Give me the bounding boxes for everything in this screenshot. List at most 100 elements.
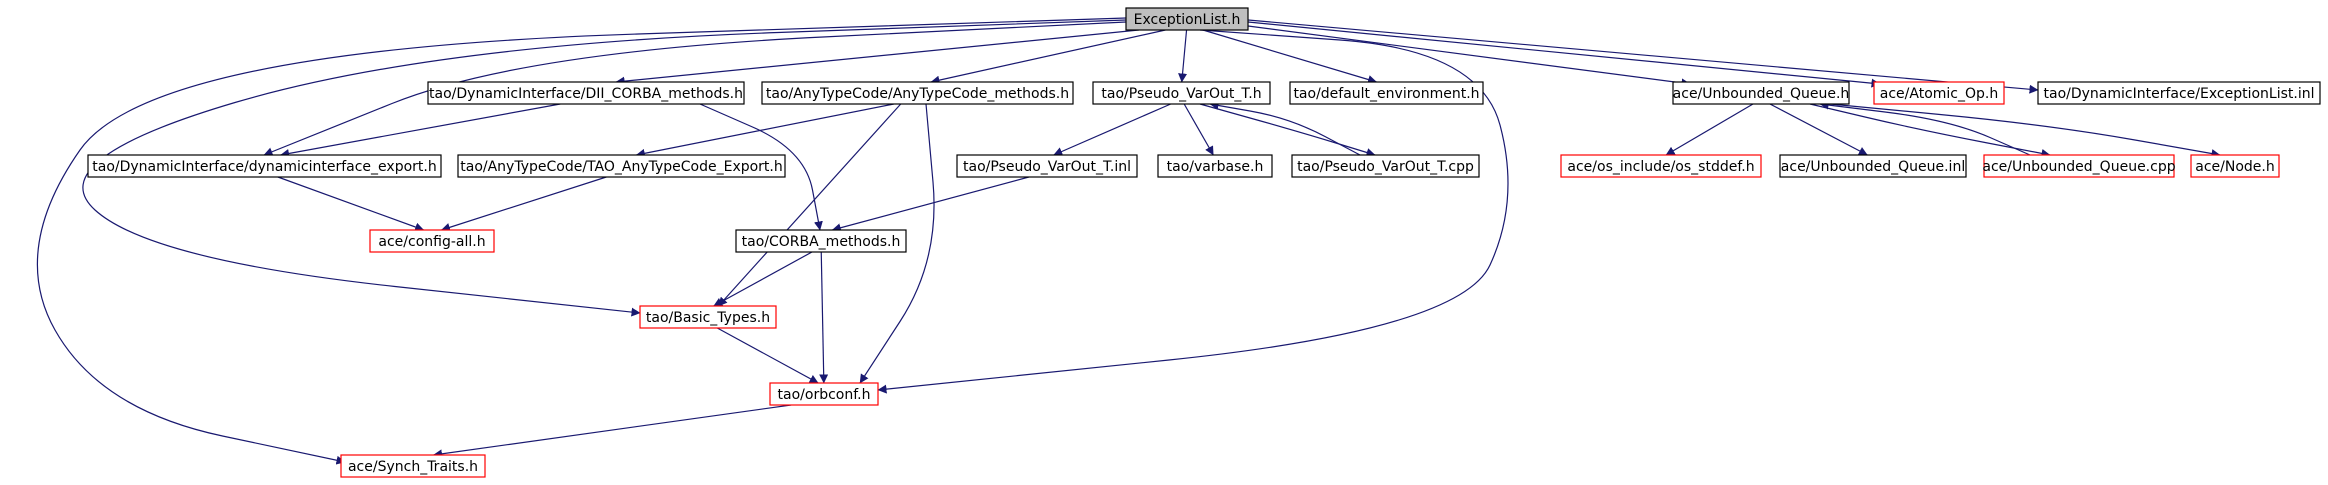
edge-pseudo_varout_t_h-to-pseudo_varout_t_cpp	[1199, 103, 1376, 157]
edge-exceptionlist_h-to-basic_types_h	[82, 19, 1127, 317]
node-label-os_stddef_h: ace/os_include/os_stddef.h	[1567, 159, 1754, 175]
node-label-tao_anytypecode_export_h: tao/AnyTypeCode/TAO_AnyTypeCode_Export.h	[460, 159, 783, 175]
edge-corba_methods_h-to-basic_types_h	[713, 251, 813, 307]
node-label-pseudo_varout_t_inl: tao/Pseudo_VarOut_T.inl	[963, 159, 1131, 175]
node-dii_corba_methods_h[interactable]: tao/DynamicInterface/DII_CORBA_methods.h	[427, 81, 745, 105]
node-label-unbounded_queue_h: ace/Unbounded_Queue.h	[1673, 86, 1850, 102]
edge-unbounded_queue_h-to-node_h	[1829, 103, 2221, 158]
node-label-exceptionlist_inl: tao/DynamicInterface/ExceptionList.inl	[2044, 86, 2315, 102]
edge-corba_methods_h-to-orbconf_h	[819, 251, 829, 384]
node-unbounded_queue_cpp[interactable]: ace/Unbounded_Queue.cpp	[1982, 154, 2176, 178]
edge-exceptionlist_h-to-unbounded_queue_h	[1247, 25, 1691, 88]
node-label-exceptionlist_h: ExceptionList.h	[1134, 12, 1241, 28]
edge-exceptionlist_h-to-anytypecode_methods_h	[930, 29, 1166, 85]
node-unbounded_queue_inl[interactable]: ace/Unbounded_Queue.inl	[1779, 154, 1967, 178]
edge-exceptionlist_h-to-exceptionlist_inl	[1247, 19, 2039, 94]
node-box-unbounded_queue_inl	[1779, 154, 1967, 178]
edge-unbounded_queue_h-to-unbounded_queue_cpp	[1809, 103, 2051, 158]
edge-anytypecode_methods_h-to-orbconf_h	[859, 103, 935, 384]
node-box-corba_methods_h	[735, 229, 907, 253]
node-dynamicinterface_export_h[interactable]: tao/DynamicInterface/dynamicinterface_ex…	[87, 154, 442, 178]
node-label-basic_types_h: tao/Basic_Types.h	[646, 310, 770, 326]
node-label-varbase_h: tao/varbase.h	[1167, 159, 1264, 175]
edge-dii_corba_methods_h-to-corba_methods_h	[699, 103, 823, 231]
node-label-corba_methods_h: tao/CORBA_methods.h	[742, 234, 901, 250]
node-box-anytypecode_methods_h	[761, 81, 1074, 105]
edge-tao_anytypecode_export_h-to-config_all_h	[441, 176, 607, 232]
node-box-dii_corba_methods_h	[427, 81, 745, 105]
node-box-pseudo_varout_t_inl	[956, 154, 1138, 178]
node-unbounded_queue_h[interactable]: ace/Unbounded_Queue.h	[1672, 81, 1850, 105]
node-default_environment_h[interactable]: tao/default_environment.h	[1289, 81, 1484, 105]
node-box-os_stddef_h	[1560, 154, 1762, 178]
node-box-orbconf_h	[769, 382, 879, 406]
node-box-atomic_op_h	[1873, 81, 2005, 105]
edge-dii_corba_methods_h-to-dynamicinterface_export_h	[280, 103, 561, 158]
edge-unbounded_queue_h-to-unbounded_queue_inl	[1769, 103, 1868, 156]
edge-pseudo_varout_t_h-to-varbase_h	[1183, 103, 1214, 156]
node-label-pseudo_varout_t_h: tao/Pseudo_VarOut_T.h	[1101, 86, 1261, 102]
node-box-node_h	[2190, 154, 2280, 178]
node-corba_methods_h[interactable]: tao/CORBA_methods.h	[735, 229, 907, 253]
node-box-exceptionlist_h	[1125, 7, 1249, 31]
node-synch_traits_h[interactable]: ace/Synch_Traits.h	[340, 454, 486, 478]
edge-unbounded_queue_cpp-to-unbounded_queue_h	[1819, 100, 2031, 156]
nodes-layer: ExceptionList.h tao/DynamicInterface/DII_…	[87, 7, 2321, 478]
node-box-exceptionlist_inl	[2037, 81, 2321, 105]
node-label-unbounded_queue_cpp: ace/Unbounded_Queue.cpp	[1982, 159, 2175, 175]
node-anytypecode_methods_h[interactable]: tao/AnyTypeCode/AnyTypeCode_methods.h	[761, 81, 1074, 105]
node-label-config_all_h: ace/config-all.h	[378, 234, 485, 250]
edge-anytypecode_methods_h-to-basic_types_h	[718, 103, 902, 307]
node-label-default_environment_h: tao/default_environment.h	[1293, 86, 1479, 102]
node-label-dynamicinterface_export_h: tao/DynamicInterface/dynamicinterface_ex…	[92, 159, 436, 175]
edge-basic_types_h-to-orbconf_h	[716, 327, 819, 384]
node-orbconf_h[interactable]: tao/orbconf.h	[769, 382, 879, 406]
node-box-unbounded_queue_h	[1672, 81, 1850, 105]
node-pseudo_varout_t_cpp[interactable]: tao/Pseudo_VarOut_T.cpp	[1291, 154, 1480, 178]
node-box-tao_anytypecode_export_h	[457, 154, 786, 178]
node-box-default_environment_h	[1289, 81, 1484, 105]
node-pseudo_varout_t_inl[interactable]: tao/Pseudo_VarOut_T.inl	[956, 154, 1138, 178]
edge-exceptionlist_h-to-dii_corba_methods_h	[615, 29, 1139, 86]
node-box-synch_traits_h	[340, 454, 486, 478]
node-box-unbounded_queue_cpp	[1983, 154, 2175, 178]
node-label-atomic_op_h: ace/Atomic_Op.h	[1880, 86, 1998, 102]
edge-dynamicinterface_export_h-to-config_all_h	[277, 176, 425, 232]
node-label-anytypecode_methods_h: tao/AnyTypeCode/AnyTypeCode_methods.h	[766, 86, 1069, 102]
node-label-synch_traits_h: ace/Synch_Traits.h	[348, 459, 478, 475]
edge-pseudo_varout_t_h-to-pseudo_varout_t_inl	[1053, 103, 1171, 156]
node-exceptionlist_h[interactable]: ExceptionList.h	[1125, 7, 1249, 31]
node-config_all_h[interactable]: ace/config-all.h	[369, 229, 495, 253]
node-label-unbounded_queue_inl: ace/Unbounded_Queue.inl	[1781, 159, 1965, 175]
edge-exceptionlist_h-to-pseudo_varout_t_h	[1178, 29, 1188, 83]
node-box-pseudo_varout_t_h	[1092, 81, 1271, 105]
node-exceptionlist_inl[interactable]: tao/DynamicInterface/ExceptionList.inl	[2037, 81, 2321, 105]
edge-unbounded_queue_h-to-os_stddef_h	[1665, 103, 1754, 156]
edge-exceptionlist_h-to-dynamicinterface_export_h	[263, 21, 1127, 156]
node-label-orbconf_h: tao/orbconf.h	[778, 387, 871, 403]
node-box-varbase_h	[1157, 154, 1273, 178]
node-box-config_all_h	[369, 229, 495, 253]
node-label-pseudo_varout_t_cpp: tao/Pseudo_VarOut_T.cpp	[1297, 159, 1474, 175]
node-pseudo_varout_t_h[interactable]: tao/Pseudo_VarOut_T.h	[1092, 81, 1271, 105]
edge-exceptionlist_h-to-orbconf_h	[877, 29, 1509, 394]
node-label-node_h: ace/Node.h	[2195, 159, 2274, 175]
node-box-basic_types_h	[639, 305, 777, 329]
node-label-dii_corba_methods_h: tao/DynamicInterface/DII_CORBA_methods.h	[429, 86, 743, 102]
node-varbase_h[interactable]: tao/varbase.h	[1157, 154, 1273, 178]
node-atomic_op_h[interactable]: ace/Atomic_Op.h	[1873, 81, 2005, 105]
edge-exceptionlist_h-to-atomic_op_h	[1247, 21, 1881, 88]
edge-pseudo_varout_t_inl-to-corba_methods_h	[831, 176, 1030, 233]
node-box-dynamicinterface_export_h	[87, 154, 442, 178]
node-node_h[interactable]: ace/Node.h	[2190, 154, 2280, 178]
edge-anytypecode_methods_h-to-tao_anytypecode_export_h	[635, 103, 894, 158]
node-os_stddef_h[interactable]: ace/os_include/os_stddef.h	[1560, 154, 1762, 178]
node-tao_anytypecode_export_h[interactable]: tao/AnyTypeCode/TAO_AnyTypeCode_Export.h	[457, 154, 786, 178]
node-box-pseudo_varout_t_cpp	[1291, 154, 1480, 178]
edge-exceptionlist_h-to-default_environment_h	[1202, 29, 1377, 84]
edges-layer	[36, 17, 2221, 465]
edge-orbconf_h-to-synch_traits_h	[433, 404, 792, 459]
edge-exceptionlist_h-to-synch_traits_h	[36, 17, 1127, 465]
node-basic_types_h[interactable]: tao/Basic_Types.h	[639, 305, 777, 329]
